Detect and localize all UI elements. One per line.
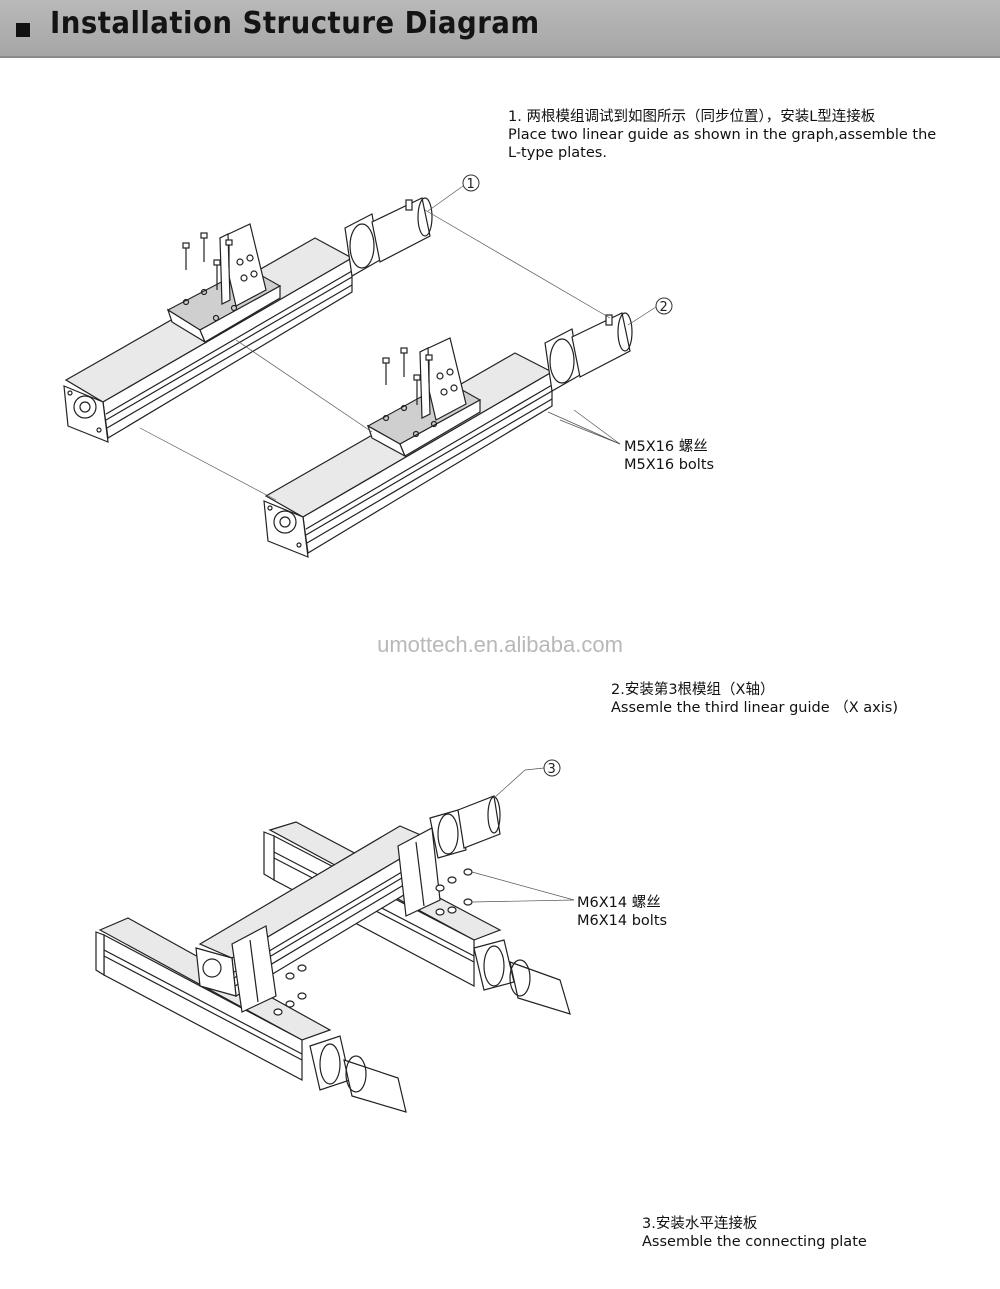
m5-leader-lines: [547, 409, 621, 445]
m5-bolts-en: M5X16 bolts: [624, 457, 715, 473]
step-2-instructions: 2.安装第3根模组（X轴） Assemle the third linear g…: [611, 681, 898, 717]
linear-guide-module-1: [63, 197, 433, 443]
balloon-3-label: 3: [548, 762, 556, 777]
watermark: umottech.en.alibaba.com: [377, 632, 623, 657]
m6-leader-lines: [471, 871, 575, 903]
m6-bolts-en: M6X14 bolts: [577, 913, 668, 929]
m5-bolts-callout: M5X16 螺丝 M5X16 bolts: [624, 438, 714, 474]
step-1-en-line2: L-type plates.: [508, 145, 607, 161]
step-3-cn: 3.安装水平连接板: [642, 1216, 758, 1232]
sync-alignment-lines: [139, 209, 611, 501]
balloon-2: 2: [627, 297, 673, 326]
step-3-en: Assemble the connecting plate: [642, 1234, 867, 1250]
balloon-3: 3: [493, 759, 561, 799]
m6-bolts-cn: M6X14 螺丝: [577, 895, 661, 911]
section-header-bar: Installation Structure Diagram: [0, 0, 1000, 58]
balloon-1-label: 1: [467, 177, 475, 192]
x-axis-assembly: [95, 795, 571, 1113]
step-1-instructions: 1. 两根模组调试到如图所示（同步位置），安装L型连接板 Place two l…: [508, 108, 936, 162]
m6-bolts-callout: M6X14 螺丝 M6X14 bolts: [577, 894, 667, 930]
step-2-cn: 2.安装第3根模组（X轴）: [611, 682, 775, 698]
page-title: Installation Structure Diagram: [50, 6, 540, 41]
step-3-instructions: 3.安装水平连接板 Assemble the connecting plate: [642, 1215, 867, 1251]
square-bullet-icon: [16, 23, 30, 37]
step-1-en-line1: Place two linear guide as shown in the g…: [508, 127, 937, 143]
balloon-1: 1: [427, 174, 480, 212]
m5-bolts-cn: M5X16 螺丝: [624, 439, 708, 455]
linear-guide-module-2: [263, 312, 633, 558]
step-1-cn: 1. 两根模组调试到如图所示（同步位置），安装L型连接板: [508, 109, 876, 125]
balloon-2-label: 2: [660, 300, 668, 315]
step-2-en: Assemle the third linear guide （X axis): [611, 700, 898, 716]
